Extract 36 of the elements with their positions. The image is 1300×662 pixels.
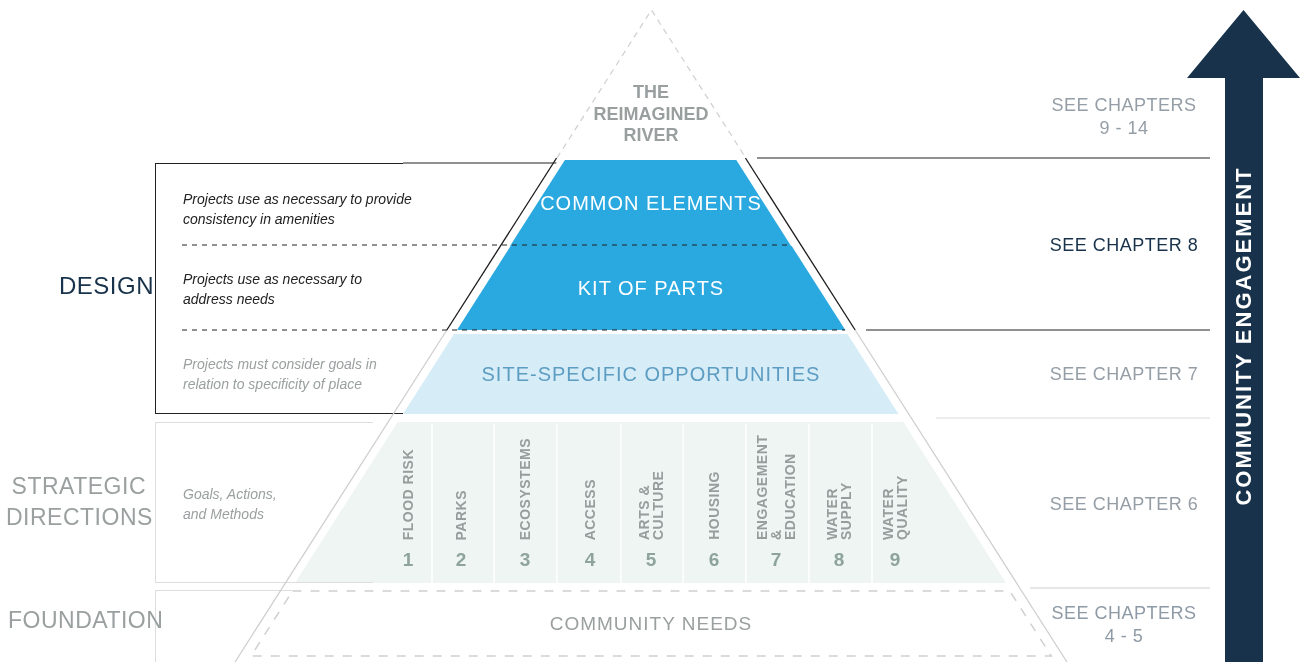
- pillar-number: 1: [402, 549, 414, 570]
- pillar-number: 2: [455, 549, 467, 570]
- pillar-number: 8: [833, 549, 845, 570]
- pillar-label: ECOSYSTEMS: [517, 437, 533, 540]
- pillar-label: PARKS: [453, 489, 469, 540]
- chapter-reference: SEE CHAPTER 8: [1049, 234, 1199, 258]
- pillar-number: 5: [645, 549, 657, 570]
- level-note: Projects use as necessary to address needs: [183, 271, 362, 308]
- pillar-label: FLOOD RISK: [400, 448, 416, 540]
- chapter-reference: SEE CHAPTER 7: [1049, 363, 1199, 387]
- chapter-reference: SEE CHAPTERS 9 - 14: [1050, 93, 1198, 140]
- pillar-label: HOUSING: [706, 471, 722, 540]
- level-note: Projects use as necessary to provide consistency in amenities: [183, 191, 412, 228]
- pillar-label: ACCESS: [582, 478, 598, 540]
- pillar-label: ENGAGEMENT & EDUCATION: [754, 434, 798, 540]
- level-note: Projects must consider goals in relation to specificity of place: [183, 356, 377, 393]
- tier-label: THE REIMAGINED RIVER: [593, 82, 709, 146]
- pillar-number: 7: [770, 549, 782, 570]
- level-note: Goals, Actions, and Methods: [183, 486, 277, 522]
- level-heading: FOUNDATION: [8, 607, 164, 633]
- pillar-number: 4: [584, 549, 596, 570]
- tier-label: COMMON ELEMENTS: [540, 191, 762, 215]
- chapter-reference: SEE CHAPTERS 4 - 5: [1050, 601, 1198, 648]
- chapter-reference: SEE CHAPTER 6: [1049, 493, 1199, 517]
- tier-label: COMMUNITY NEEDS: [549, 612, 753, 635]
- pillar-number: 3: [519, 549, 531, 570]
- pillar-label: WATER QUALITY: [880, 475, 910, 540]
- arrow-label: COMMUNITY ENGAGEMENT: [1230, 166, 1256, 506]
- pillar-label: WATER SUPPLY: [824, 482, 854, 540]
- pillar-label: ARTS & CULTURE: [636, 470, 666, 540]
- level-heading: DESIGN: [59, 272, 154, 299]
- pillar-number: 9: [889, 549, 901, 570]
- pillar-number: 6: [708, 549, 720, 570]
- tier-label: SITE-SPECIFIC OPPORTUNITIES: [481, 362, 821, 386]
- tier-label: KIT OF PARTS: [577, 276, 725, 300]
- level-heading: STRATEGIC DIRECTIONS: [6, 473, 153, 531]
